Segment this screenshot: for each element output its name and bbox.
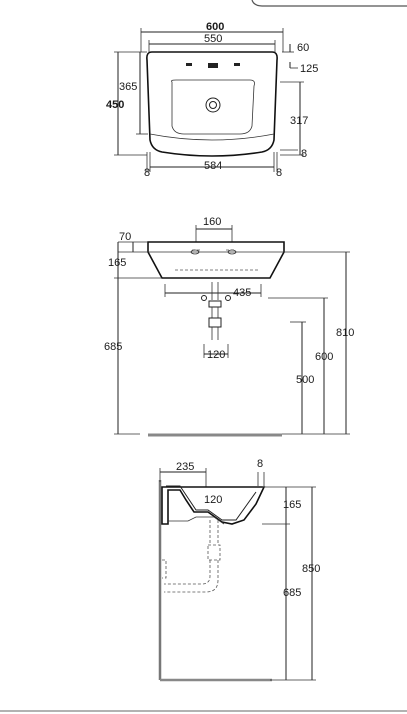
front-view: 160 70 165 435 120: [104, 216, 354, 437]
dim-rear-gap-left: 8: [144, 167, 150, 179]
dim-waste-width: 120: [207, 349, 225, 361]
dim-projection: 235: [176, 461, 194, 473]
dim-rear-width: 584: [204, 160, 222, 172]
dim-rim-to-floor: 600: [315, 351, 333, 363]
side-view: 235 8 120 165 685 850: [158, 458, 320, 682]
dim-rear-gap-right-bottom: 8: [276, 167, 282, 179]
dim-rim-height: 165: [108, 257, 126, 269]
dim-edge: 8: [257, 458, 263, 470]
dim-depth-bowl: 365: [119, 81, 137, 93]
dim-top-thickness: 70: [119, 231, 131, 243]
dim-trap-offset: 120: [204, 494, 222, 506]
dim-taphole-edge: 125: [300, 63, 318, 75]
dim-bracket-spacing: 435: [233, 287, 251, 299]
dim-fix-spacing: 160: [203, 216, 221, 228]
top-view: 600 550 450 365 60 125: [106, 21, 318, 179]
dim-taphole-offset: 60: [297, 42, 309, 54]
dim-width-overall: 600: [206, 21, 224, 33]
dim-bowl-front: 317: [290, 115, 308, 127]
dim-width-inner: 550: [204, 33, 222, 45]
dim-basin-height: 165: [283, 499, 301, 511]
dim-rear-gap-right: 8: [301, 148, 307, 160]
dim-side-height: 685: [104, 341, 122, 353]
dim-depth-overall: 450: [106, 99, 124, 111]
frame-corner: [251, 0, 407, 7]
dim-overall-height: 850: [302, 563, 320, 575]
dim-waste-to-floor: 500: [296, 374, 314, 386]
dim-trap-height: 685: [283, 587, 301, 599]
dim-total-height: 810: [336, 327, 354, 339]
